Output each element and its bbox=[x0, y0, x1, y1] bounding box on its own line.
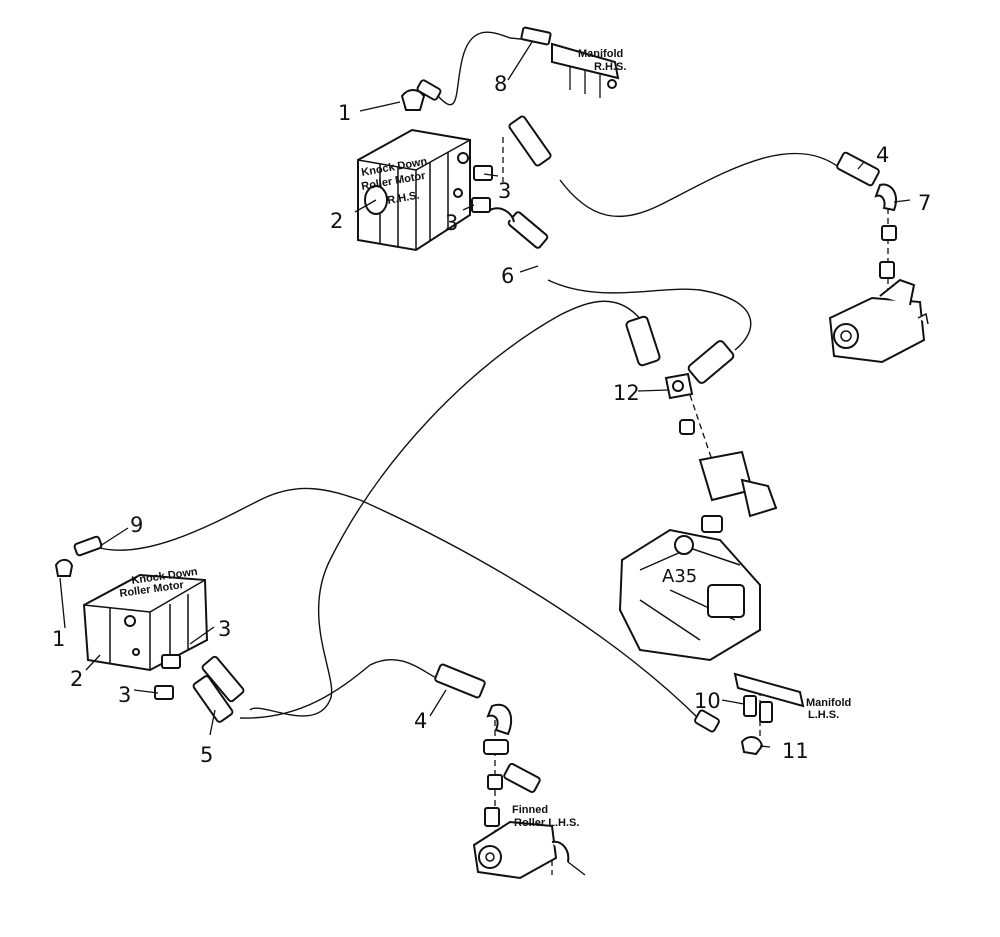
part-labels: Manifold R.H.S. Knock Down Roller Motor … bbox=[119, 48, 851, 829]
manifold-rhs-label-line1: Manifold bbox=[578, 48, 623, 60]
valve-a35-label: A35 bbox=[662, 566, 697, 587]
callout-2-top: 2 bbox=[330, 209, 343, 233]
manifold-lhs bbox=[694, 672, 805, 756]
leader-lines bbox=[59, 41, 911, 748]
dashed-connections bbox=[494, 137, 889, 875]
callout-3-bottom-b: 3 bbox=[118, 683, 131, 707]
fittings-top-motor bbox=[400, 79, 552, 249]
motor-rhs bbox=[357, 128, 471, 252]
callout-2-bottom: 2 bbox=[70, 667, 83, 691]
callout-3-top-b: 3 bbox=[445, 211, 458, 235]
rh-motor-assembly bbox=[828, 151, 929, 364]
finned-roller-label-line1: Finned bbox=[512, 804, 548, 816]
callout-6: 6 bbox=[501, 264, 514, 288]
callout-numbers: 1 2 3 3 8 6 4 7 12 9 1 2 3 3 5 4 10 11 bbox=[52, 72, 931, 767]
fittings-bottom-motor bbox=[54, 535, 245, 723]
manifold-rhs bbox=[520, 26, 620, 98]
callout-10: 10 bbox=[694, 689, 721, 713]
manifold-lhs-label-line1: Manifold bbox=[806, 697, 851, 709]
tee-fitting-12 bbox=[625, 315, 735, 435]
callout-4-bottom: 4 bbox=[414, 709, 427, 733]
callout-3-bottom-a: 3 bbox=[218, 617, 231, 641]
callout-5: 5 bbox=[200, 743, 213, 767]
callout-8: 8 bbox=[494, 72, 507, 96]
callout-7: 7 bbox=[918, 191, 931, 215]
callout-4-top: 4 bbox=[876, 143, 889, 167]
manifold-lhs-label-line2: L.H.S. bbox=[808, 709, 839, 721]
manifold-rhs-label-line2: R.H.S. bbox=[594, 61, 626, 73]
hose-lines bbox=[99, 31, 841, 721]
motor-rhs-label-line3: R.H.S. bbox=[386, 190, 420, 207]
valve-a35 bbox=[618, 450, 778, 662]
callout-1-bottom: 1 bbox=[52, 627, 65, 651]
callout-12: 12 bbox=[613, 381, 640, 405]
motor-lhs bbox=[82, 573, 209, 672]
finned-roller-label-line2: Roller L.H.S. bbox=[514, 817, 579, 829]
callout-11: 11 bbox=[782, 739, 809, 763]
callout-9: 9 bbox=[130, 513, 143, 537]
callout-3-top-a: 3 bbox=[498, 179, 511, 203]
callout-1-top: 1 bbox=[338, 101, 351, 125]
finned-roller-assembly bbox=[434, 663, 586, 880]
